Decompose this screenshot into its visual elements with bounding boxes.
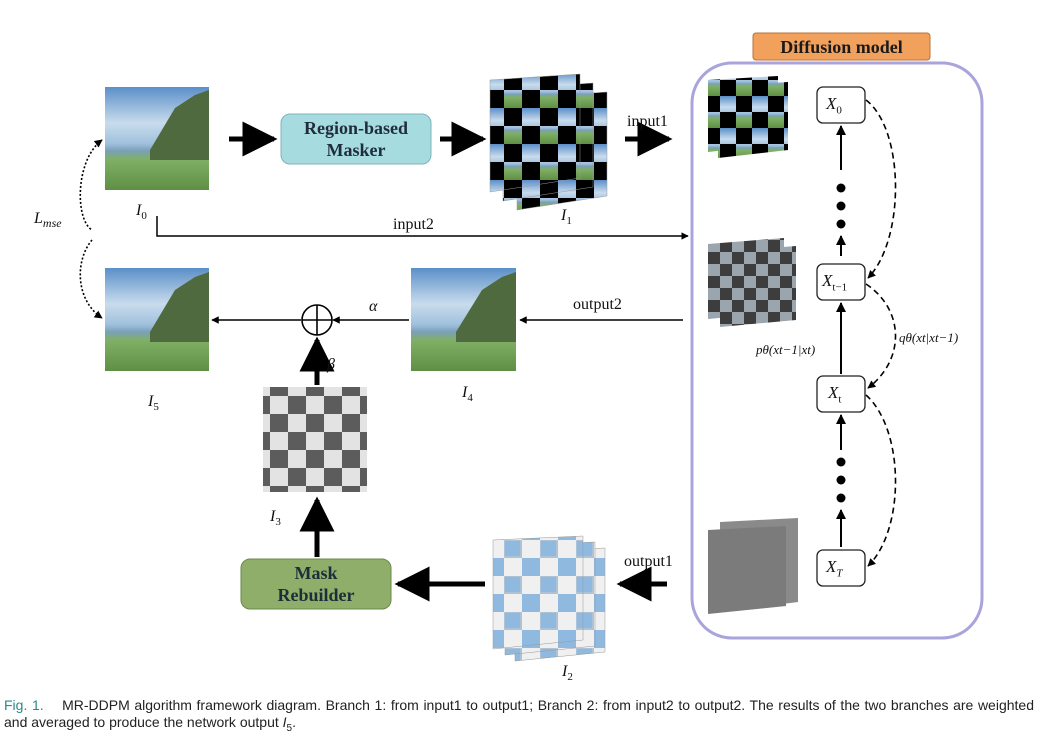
diffusion-thumb-xt1 bbox=[708, 238, 796, 327]
label-input2: input2 bbox=[393, 216, 434, 233]
label-i2: I2 bbox=[562, 663, 573, 684]
diffusion-thumb-x0 bbox=[708, 76, 788, 158]
dot bbox=[836, 219, 846, 229]
diffusion-model-label: Diffusion model bbox=[780, 36, 903, 57]
label-i4: I4 bbox=[462, 384, 473, 405]
image-i0 bbox=[105, 87, 209, 190]
loss-curve-bottom bbox=[79, 239, 103, 319]
state-label-xt: Xt bbox=[828, 383, 842, 406]
figure-caption: Fig. 1. MR-DDPM algorithm framework diag… bbox=[4, 697, 1034, 734]
label-i5: I5 bbox=[148, 393, 159, 414]
image-i1 bbox=[489, 73, 608, 211]
dot bbox=[836, 493, 846, 503]
label-i1: I1 bbox=[561, 207, 572, 228]
masker-box bbox=[280, 113, 432, 165]
label-loss: Lmse bbox=[34, 210, 62, 231]
rebuilder-label: Mask Rebuilder bbox=[277, 563, 355, 605]
image-i2 bbox=[492, 535, 606, 662]
dashed-q-bottom bbox=[865, 394, 897, 567]
state-box-xT bbox=[816, 549, 866, 587]
label-alpha: α bbox=[369, 298, 378, 315]
label-q-theta: qθ(xt|xt−1) bbox=[899, 330, 959, 345]
dot bbox=[836, 183, 846, 193]
caption-fig-label: Fig. 1. bbox=[4, 697, 44, 713]
state-box-xt-1 bbox=[816, 263, 866, 301]
label-i3: I3 bbox=[270, 508, 281, 529]
dashed-q-mid bbox=[865, 283, 897, 389]
diffusion-model-label-bg bbox=[752, 32, 931, 61]
image-i4 bbox=[411, 268, 516, 371]
diffusion-model-container bbox=[690, 61, 984, 640]
state-label-xt-1: Xt−1 bbox=[822, 271, 848, 294]
masker-label: Region-based Masker bbox=[303, 118, 408, 160]
dot bbox=[836, 457, 846, 467]
arrow-input2 bbox=[156, 216, 689, 240]
state-label-xT: XT bbox=[826, 557, 843, 580]
dashed-q-top bbox=[865, 99, 897, 279]
loss-curve-top bbox=[79, 139, 103, 231]
label-output2: output2 bbox=[573, 296, 622, 313]
state-box-xt bbox=[816, 375, 866, 413]
state-label-x0: X0 bbox=[826, 94, 842, 117]
state-box-x0 bbox=[816, 86, 866, 124]
sum-node bbox=[301, 304, 333, 336]
dot bbox=[836, 475, 846, 485]
label-i0: I0 bbox=[136, 202, 147, 223]
rebuilder-box bbox=[240, 558, 392, 610]
label-output1: output1 bbox=[624, 553, 673, 570]
label-beta: β bbox=[327, 356, 335, 373]
label-p-theta: pθ(xt−1|xt) bbox=[756, 342, 816, 357]
diffusion-thumb-xT bbox=[708, 518, 798, 614]
caption-text: MR-DDPM algorithm framework diagram. Bra… bbox=[4, 697, 1034, 730]
image-i3 bbox=[263, 387, 367, 492]
dot bbox=[836, 201, 846, 211]
label-input1: input1 bbox=[627, 113, 668, 130]
image-i5 bbox=[105, 268, 209, 371]
